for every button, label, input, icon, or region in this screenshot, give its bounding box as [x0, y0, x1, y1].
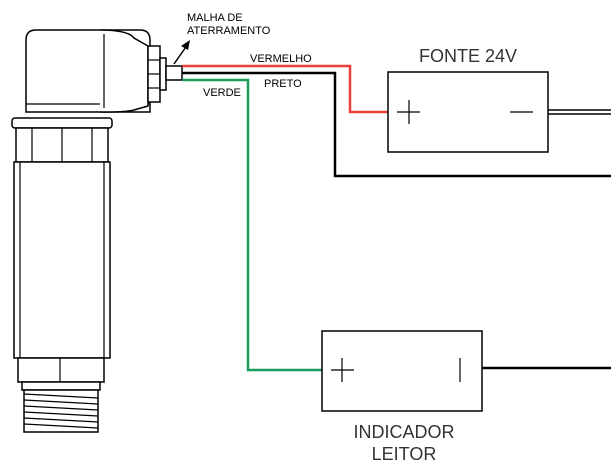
- lower-nut: [17, 357, 105, 391]
- label-preto: PRETO: [264, 78, 302, 90]
- label-vermelho: VERMELHO: [250, 53, 312, 65]
- plus-terminal: [397, 100, 420, 124]
- power-supply-label: FONTE 24V: [419, 46, 517, 66]
- green-wire: [182, 78, 322, 372]
- ground-mesh-label-line1: MALHA DE: [187, 12, 243, 24]
- thread: [23, 389, 99, 433]
- red-wire: [182, 64, 388, 114]
- black-wire: [182, 71, 611, 178]
- indicator-plus-terminal: [331, 358, 354, 382]
- connector-head: [25, 29, 151, 113]
- cable-stub: [165, 65, 183, 81]
- ground-arrow: [173, 40, 190, 65]
- indicator-label-line2: LEITOR: [372, 444, 437, 463]
- ground-mesh-label-line2: ATERRAMENTO: [187, 25, 271, 37]
- hex-nut: [15, 127, 109, 163]
- power-supply: [387, 71, 611, 153]
- power-output-leads: [548, 109, 611, 115]
- pressure-transmitter: [11, 29, 183, 433]
- cable-gland: [147, 45, 167, 103]
- collar: [11, 117, 113, 129]
- label-verde: VERDE: [203, 87, 241, 99]
- indicator-label-line1: INDICADOR: [353, 422, 454, 442]
- indicator: [321, 330, 611, 412]
- transmitter-body: [13, 161, 111, 359]
